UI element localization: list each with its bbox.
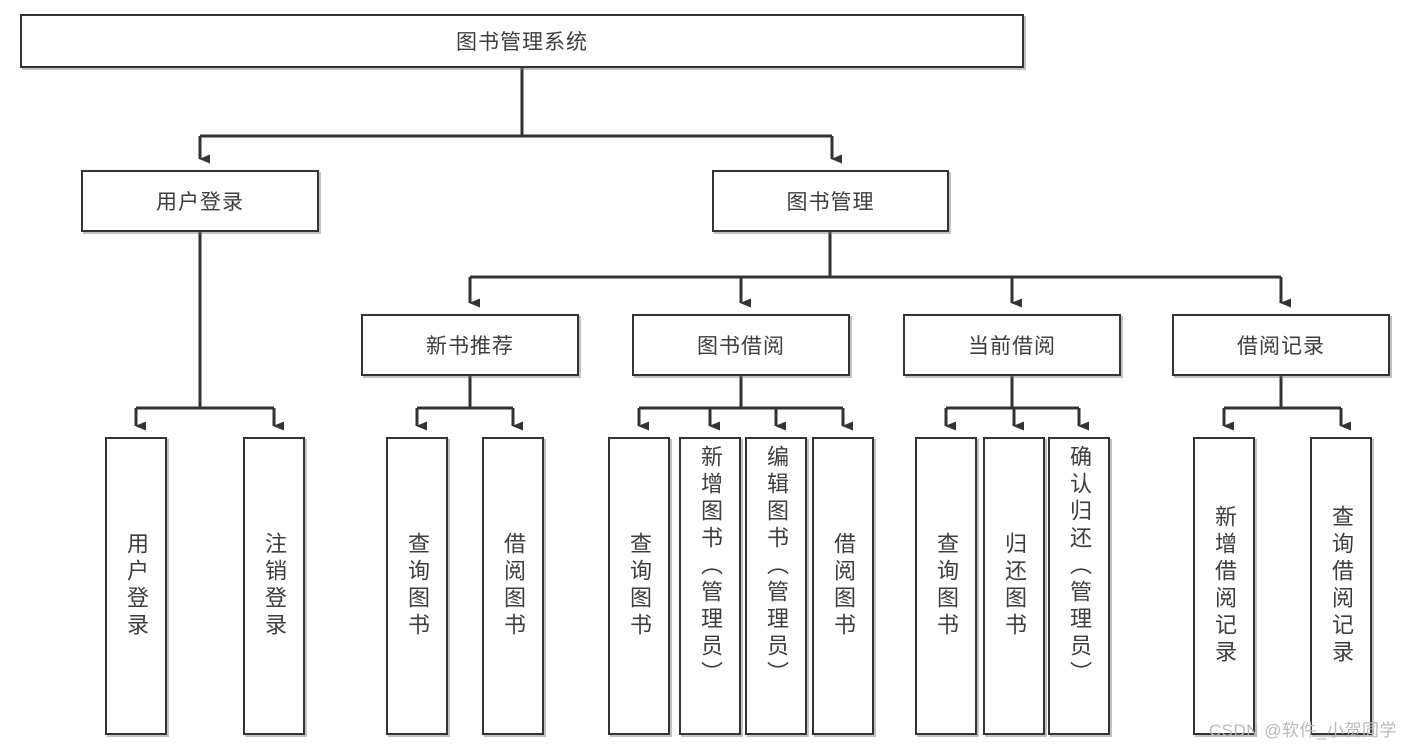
- csdn-watermark: CSDN @软件_小贺同学: [1208, 721, 1397, 740]
- leaf-node-label: 新增图书（管理员）: [698, 445, 723, 688]
- leaf-node-label: 确认归还（管理员）: [1067, 445, 1092, 688]
- node-root-label: 图书管理系统: [456, 31, 588, 54]
- leaf-node-label: 查询图书: [627, 532, 652, 640]
- leaf-node-label: 注销登录: [262, 532, 287, 640]
- node-book-borrow[interactable]: 图书借阅: [632, 314, 850, 376]
- node-borrow-record-label: 借阅记录: [1237, 335, 1325, 358]
- leaf-node[interactable]: 借阅图书: [812, 437, 874, 735]
- node-new-book-recommend-label: 新书推荐: [426, 335, 514, 358]
- leaf-node[interactable]: 查询图书: [915, 437, 977, 735]
- leaf-node[interactable]: 查询借阅记录: [1310, 437, 1372, 735]
- node-current-borrow[interactable]: 当前借阅: [903, 314, 1121, 376]
- node-borrow-record[interactable]: 借阅记录: [1172, 314, 1390, 376]
- leaf-node-label: 借阅图书: [501, 532, 526, 640]
- leaf-node-label: 查询图书: [934, 532, 959, 640]
- leaf-node-label: 用户登录: [124, 532, 149, 640]
- leaf-node[interactable]: 确认归还（管理员）: [1048, 437, 1110, 735]
- leaf-node-label: 新增借阅记录: [1212, 505, 1237, 667]
- node-book-management-label: 图书管理: [786, 191, 875, 214]
- leaf-node-label: 编辑图书（管理员）: [764, 445, 789, 688]
- leaf-node[interactable]: 注销登录: [243, 437, 305, 735]
- node-user-login-label: 用户登录: [156, 191, 244, 214]
- node-new-book-recommend[interactable]: 新书推荐: [361, 314, 579, 376]
- leaf-node-label: 查询借阅记录: [1329, 505, 1354, 667]
- leaf-node[interactable]: 查询图书: [608, 437, 670, 735]
- node-root[interactable]: 图书管理系统: [20, 14, 1024, 68]
- node-user-login[interactable]: 用户登录: [81, 170, 319, 232]
- leaf-node[interactable]: 借阅图书: [482, 437, 544, 735]
- node-current-borrow-label: 当前借阅: [968, 335, 1056, 358]
- node-book-management[interactable]: 图书管理: [712, 170, 949, 232]
- leaf-node[interactable]: 查询图书: [386, 437, 448, 735]
- leaf-node-label: 查询图书: [405, 532, 430, 640]
- leaf-node[interactable]: 归还图书: [983, 437, 1045, 735]
- leaf-node[interactable]: 新增图书（管理员）: [679, 437, 741, 735]
- leaf-node[interactable]: 新增借阅记录: [1193, 437, 1255, 735]
- node-book-borrow-label: 图书借阅: [697, 335, 785, 358]
- leaf-node-label: 归还图书: [1002, 532, 1027, 640]
- leaf-node-label: 借阅图书: [831, 532, 856, 640]
- leaf-node[interactable]: 编辑图书（管理员）: [745, 437, 807, 735]
- leaf-node[interactable]: 用户登录: [105, 437, 167, 735]
